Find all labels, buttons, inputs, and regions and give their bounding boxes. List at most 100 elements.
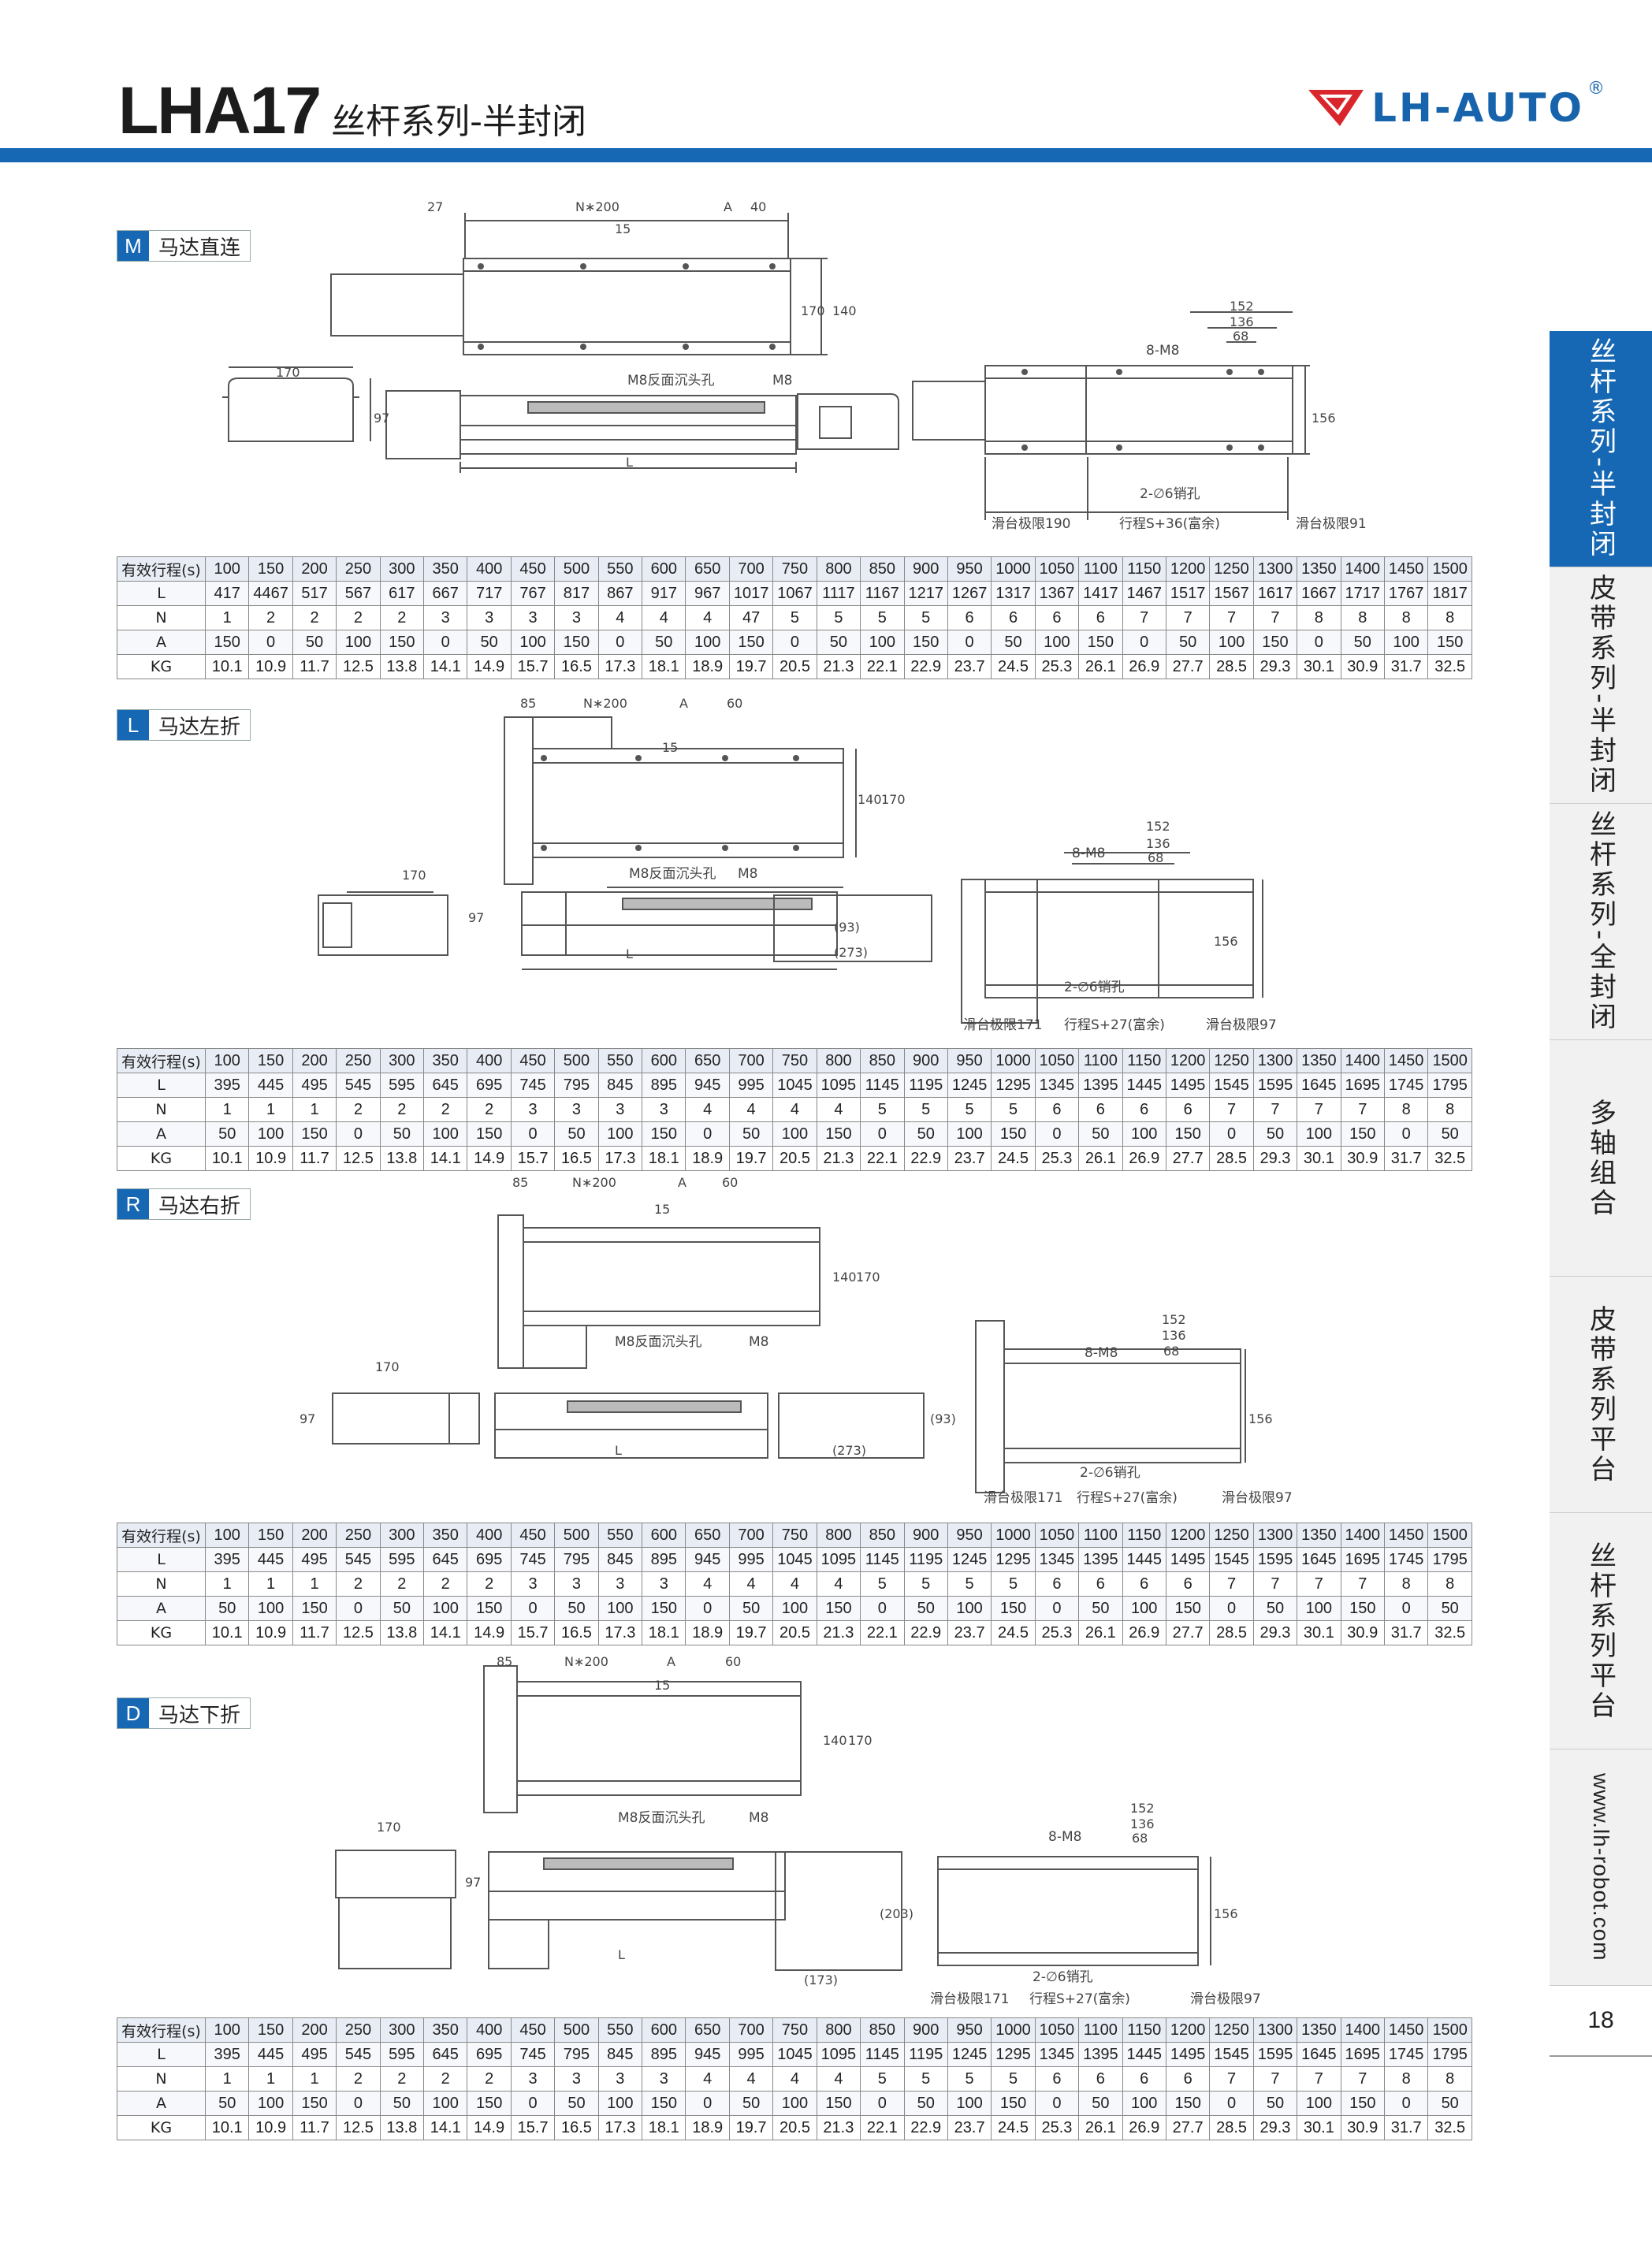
spec-cell: 1045 <box>772 1547 817 1572</box>
spec-cell: 3 <box>510 605 556 630</box>
dim-152: 152 <box>1146 819 1170 834</box>
spec-cell: 100 <box>336 630 381 655</box>
spec-cell: 1145 <box>860 2042 905 2067</box>
spec-cell: 100 <box>947 1121 992 1147</box>
spec-cell: 0 <box>1209 2091 1254 2116</box>
spec-cell: 1300 <box>1252 1523 1298 1548</box>
spec-cell: 18.9 <box>685 1620 730 1645</box>
spec-cell: 28.5 <box>1209 2115 1254 2140</box>
spec-cell: 1795 <box>1427 1073 1472 1098</box>
side-tab-screw-full[interactable]: 丝杆系列-全封闭 <box>1550 804 1652 1040</box>
spec-cell: 150 <box>991 1121 1036 1147</box>
spec-cell: 1500 <box>1427 2017 1472 2043</box>
dim-n200: N∗200 <box>575 199 620 214</box>
spec-row-header: L <box>117 581 206 606</box>
spec-cell: 12.5 <box>336 1620 381 1645</box>
spec-cell: 1400 <box>1340 556 1385 582</box>
spec-cell: 50 <box>554 1121 599 1147</box>
spec-cell: 1795 <box>1427 1547 1472 1572</box>
spec-cell: 0 <box>597 630 643 655</box>
dim-136: 136 <box>1162 1328 1186 1343</box>
page-number: 18 <box>1587 2007 1614 2033</box>
spec-cell: 4 <box>816 1571 861 1597</box>
spec-cell: 3 <box>554 1571 599 1597</box>
spec-cell: 1400 <box>1340 1523 1385 1548</box>
side-tab-multi-axis[interactable]: 多轴组合 <box>1550 1040 1652 1277</box>
spec-cell: 50 <box>1165 630 1211 655</box>
spec-cell: 645 <box>423 1547 468 1572</box>
brand-mark-icon <box>1308 90 1364 126</box>
spec-cell: 1067 <box>772 581 817 606</box>
spec-cell: 1250 <box>1209 1048 1254 1073</box>
spec-cell: 4467 <box>248 581 293 606</box>
spec-row-header: N <box>117 1097 206 1122</box>
spec-cell: 26.9 <box>1122 654 1166 679</box>
spec-cell: 1200 <box>1165 1048 1211 1073</box>
spec-cell: 7 <box>1209 1571 1254 1597</box>
side-tab-screw-semi[interactable]: 丝杆系列-半封闭 <box>1550 331 1652 567</box>
spec-cell: 595 <box>379 1073 425 1098</box>
side-tab-belt-semi[interactable]: 皮带系列-半封闭 <box>1550 567 1652 804</box>
spec-cell: 650 <box>685 2017 730 2043</box>
side-tab-website[interactable]: www.lh-robot.com <box>1550 1749 1652 1986</box>
spec-cell: 7 <box>1209 2066 1254 2092</box>
spec-cell: 32.5 <box>1427 1146 1472 1171</box>
spec-cell: 300 <box>379 1048 425 1073</box>
spec-cell: 1150 <box>1122 1523 1166 1548</box>
dim-85: 85 <box>497 1654 512 1669</box>
spec-cell: 50 <box>1252 2091 1298 2116</box>
spec-row-header: L <box>117 1073 206 1098</box>
spec-cell: 15.7 <box>510 2115 556 2140</box>
spec-cell: 100 <box>772 1121 817 1147</box>
dim-156: 156 <box>1312 411 1336 426</box>
spec-cell: 27.7 <box>1165 2115 1211 2140</box>
dim-a: A <box>724 199 732 214</box>
spec-row-header: KG <box>117 654 206 679</box>
spec-cell: 4 <box>816 2066 861 2092</box>
spec-cell: 8 <box>1383 2066 1429 2092</box>
spec-cell: 100 <box>597 1121 643 1147</box>
spec-cell: 900 <box>903 1048 948 1073</box>
spec-cell: 150 <box>991 1596 1036 1621</box>
spec-cell: 0 <box>336 1596 381 1621</box>
spec-cell: 47 <box>728 605 774 630</box>
spec-cell: 150 <box>467 1596 512 1621</box>
spec-cell: 1345 <box>1034 1547 1080 1572</box>
stroke-margin: 行程S+27(富余) <box>1064 1017 1165 1033</box>
spec-cell: 1395 <box>1078 1073 1123 1098</box>
dim-68: 68 <box>1132 1831 1148 1846</box>
spec-cell: 25.3 <box>1034 1620 1080 1645</box>
side-tab-belt-platform[interactable]: 皮带系列平台 <box>1550 1277 1652 1513</box>
spec-cell: 1317 <box>991 581 1036 606</box>
dim-68: 68 <box>1148 850 1163 865</box>
spec-cell: 350 <box>423 1523 468 1548</box>
spec-cell: 6 <box>1034 2066 1080 2092</box>
spec-cell: 5 <box>772 605 817 630</box>
m8-counterbore-label: M8反面沉头孔 <box>629 866 716 882</box>
spec-cell: 200 <box>292 556 337 582</box>
spec-cell: 0 <box>1122 630 1166 655</box>
spec-cell: 28.5 <box>1209 654 1254 679</box>
spec-cell: 2 <box>379 1571 425 1597</box>
spec-cell: 8 <box>1340 605 1385 630</box>
spec-cell: 1300 <box>1252 556 1298 582</box>
spec-cell: 1717 <box>1340 581 1385 606</box>
side-tab-screw-platform[interactable]: 丝杆系列平台 <box>1550 1513 1652 1749</box>
spec-cell: 1 <box>248 1571 293 1597</box>
spec-cell: 745 <box>510 1547 556 1572</box>
dim-156: 156 <box>1214 1906 1238 1921</box>
spec-cell: 4 <box>597 605 643 630</box>
spec-cell: 6 <box>1034 1097 1080 1122</box>
spec-cell: 100 <box>204 556 250 582</box>
spec-cell: 1445 <box>1122 2042 1166 2067</box>
spec-cell: 23.7 <box>947 1146 992 1171</box>
spec-cell: 1350 <box>1297 1523 1341 1548</box>
spec-cell: 30.1 <box>1297 1146 1341 1171</box>
spec-cell: 0 <box>510 2091 556 2116</box>
spec-cell: 4 <box>816 1097 861 1122</box>
spec-cell: 895 <box>642 2042 686 2067</box>
spec-cell: 0 <box>1383 1121 1429 1147</box>
spec-cell: 600 <box>642 2017 686 2043</box>
spec-cell: 0 <box>1383 1596 1429 1621</box>
